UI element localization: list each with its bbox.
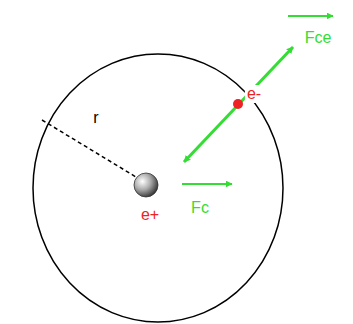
radius-line: [42, 120, 136, 177]
nucleus: [134, 173, 158, 197]
force-label: Fc: [191, 200, 209, 216]
vector-arrow: [182, 183, 232, 185]
electron: [233, 99, 243, 109]
radius-label: r: [93, 110, 98, 126]
charge-label: e+: [141, 207, 159, 223]
force-arrow: [184, 47, 293, 162]
force-label: Fce: [305, 30, 332, 46]
charge-label: e-: [245, 85, 263, 103]
orbit: [33, 54, 283, 322]
vector-arrow: [288, 15, 333, 17]
